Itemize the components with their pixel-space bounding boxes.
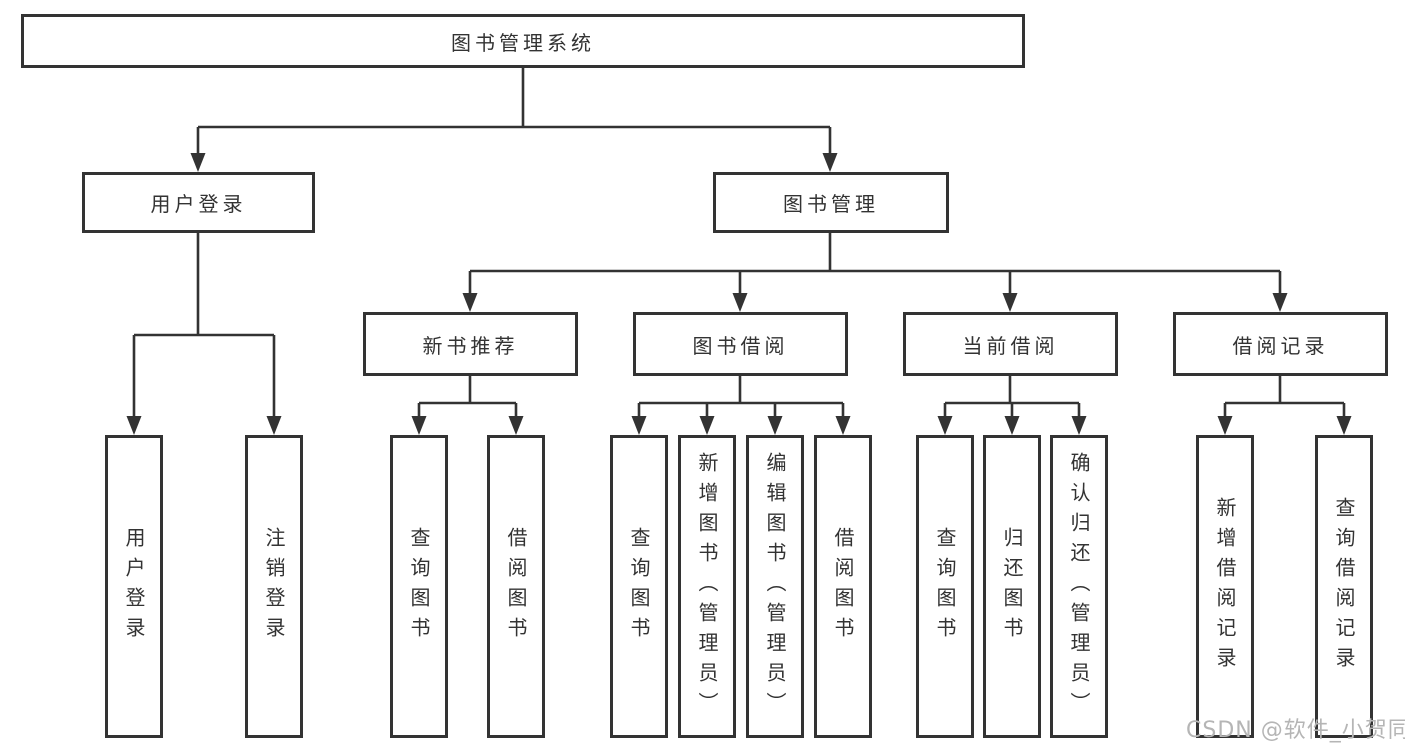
leaf-recommend-query-books: 查询图书 xyxy=(390,435,448,738)
node-label: 查询借阅记录 xyxy=(1332,496,1356,677)
node-label: 图书管理 xyxy=(783,192,879,216)
node-label: 新书推荐 xyxy=(422,333,519,358)
node-label: 当前借阅 xyxy=(962,333,1059,358)
leaf-edit-books-admin: 编辑图书（管理员） xyxy=(746,435,804,738)
leaf-current-query-books: 查询图书 xyxy=(916,435,974,738)
leaf-user-login: 用户登录 xyxy=(105,435,163,738)
leaf-add-books-admin: 新增图书（管理员） xyxy=(678,435,736,738)
node-label: 新增图书（管理员） xyxy=(695,451,719,722)
node-label: 新增借阅记录 xyxy=(1213,496,1237,677)
node-label: 注销登录 xyxy=(262,526,286,647)
node-label: 图书管理系统 xyxy=(451,30,595,55)
node-label: 借阅记录 xyxy=(1232,333,1329,358)
node-new-book-recommendation: 新书推荐 xyxy=(363,312,578,376)
leaf-return-books: 归还图书 xyxy=(983,435,1041,738)
leaf-borrow-query-books: 查询图书 xyxy=(610,435,668,738)
node-label: 用户登录 xyxy=(150,192,247,216)
node-label: 归还图书 xyxy=(1000,526,1024,647)
node-book-borrowing: 图书借阅 xyxy=(633,312,848,376)
leaf-add-borrow-record: 新增借阅记录 xyxy=(1196,435,1254,738)
node-library-system-root: 图书管理系统 xyxy=(21,14,1025,68)
leaf-query-borrow-record: 查询借阅记录 xyxy=(1315,435,1373,738)
leaf-borrow-books: 借阅图书 xyxy=(814,435,872,738)
csdn-watermark: CSDN @软件_小贺同学 xyxy=(1186,718,1405,743)
node-current-borrowing: 当前借阅 xyxy=(903,312,1118,376)
leaf-recommend-borrow-books: 借阅图书 xyxy=(487,435,545,738)
node-label: 确认归还（管理员） xyxy=(1067,451,1091,722)
node-label: 查询图书 xyxy=(627,526,651,647)
node-label: 用户登录 xyxy=(122,526,146,647)
leaf-logout: 注销登录 xyxy=(245,435,303,738)
node-user-login: 用户登录 xyxy=(82,172,315,233)
node-label: 借阅图书 xyxy=(831,526,855,647)
node-borrowing-records: 借阅记录 xyxy=(1173,312,1388,376)
node-label: 编辑图书（管理员） xyxy=(763,451,787,722)
leaf-confirm-return-admin: 确认归还（管理员） xyxy=(1050,435,1108,738)
node-label: 查询图书 xyxy=(933,526,957,647)
node-label: 图书借阅 xyxy=(692,333,789,358)
node-label: 查询图书 xyxy=(407,526,431,647)
node-book-management: 图书管理 xyxy=(713,172,949,233)
node-label: 借阅图书 xyxy=(504,526,528,647)
